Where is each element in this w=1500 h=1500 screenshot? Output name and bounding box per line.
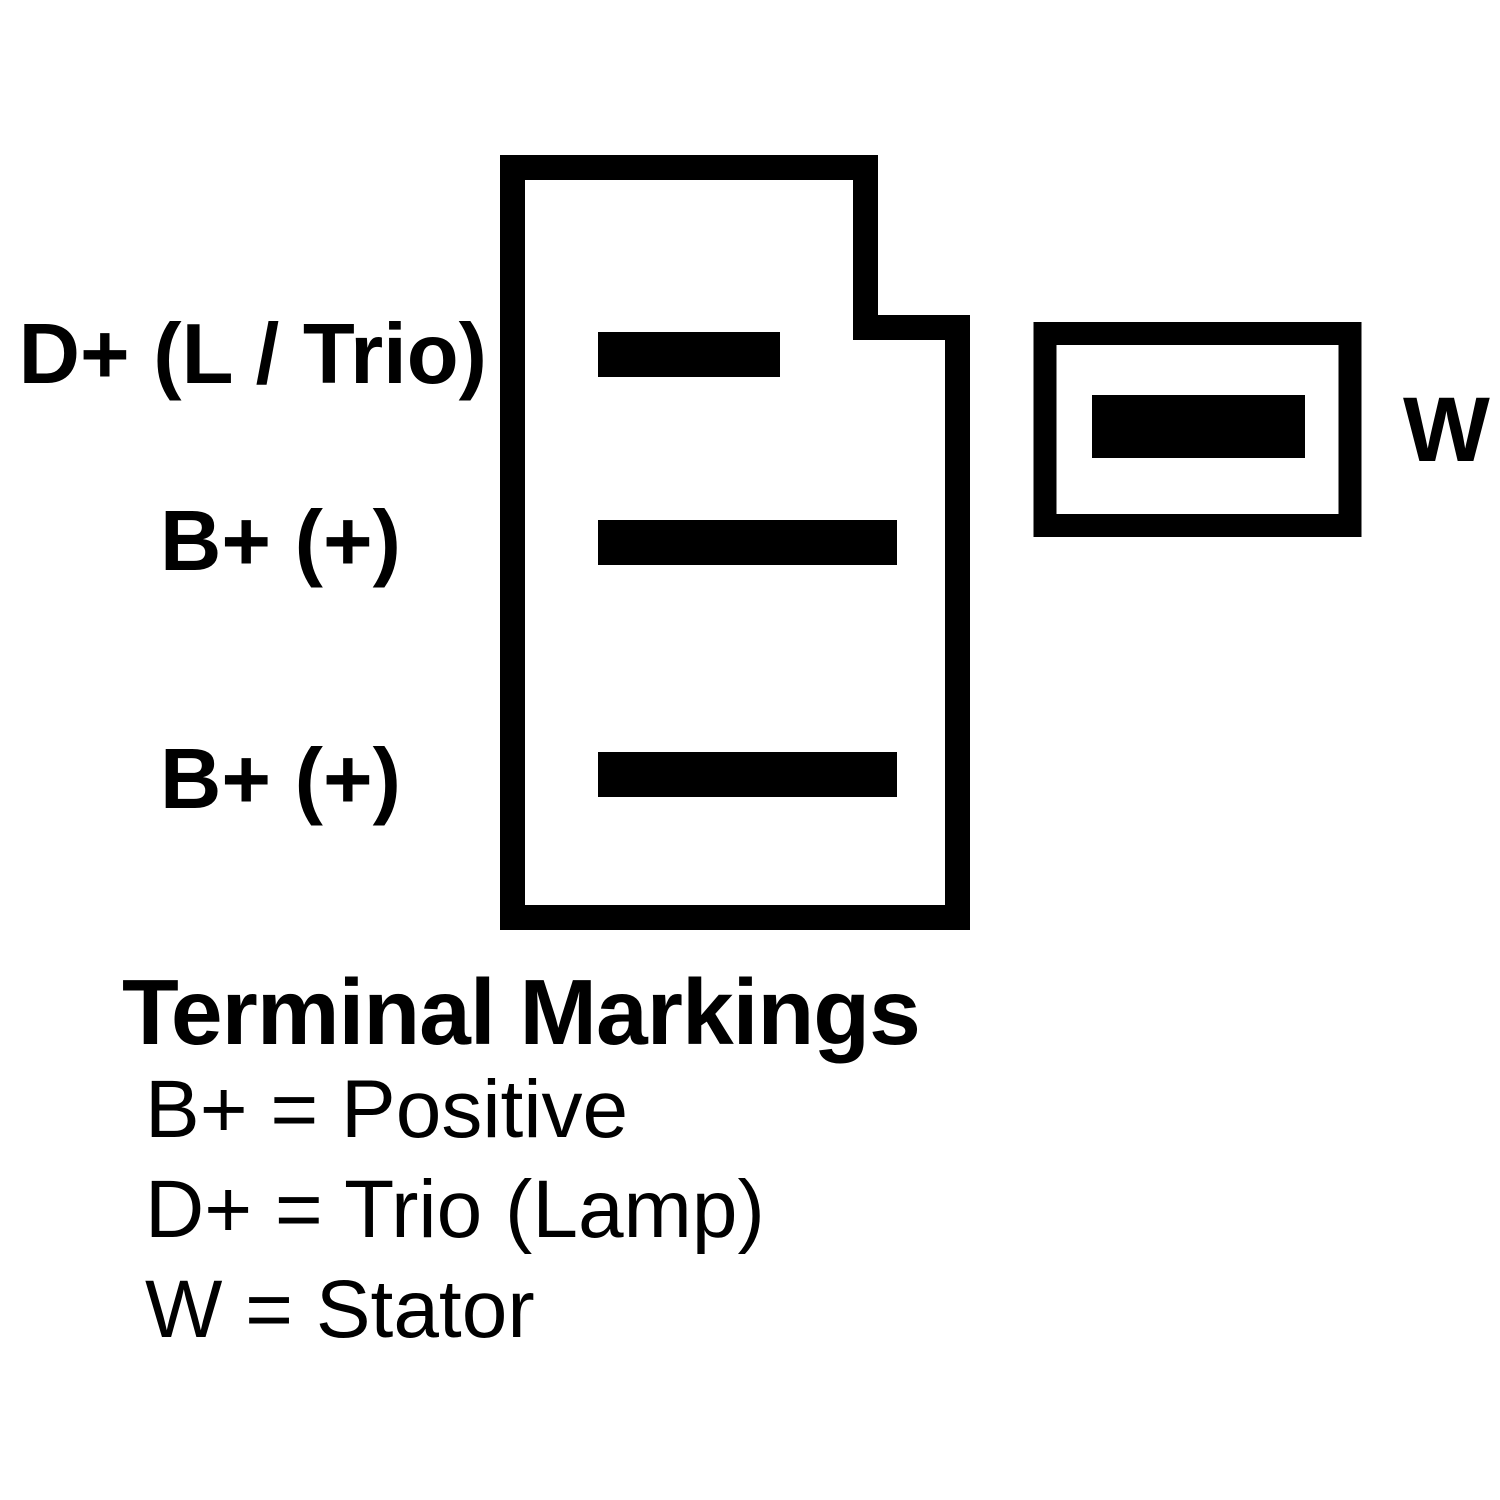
- terminal-bar-b-plus-bottom: [598, 752, 897, 797]
- terminal-label-d-plus: D+ (L / Trio): [18, 307, 487, 402]
- terminal-bar-b-plus-middle: [598, 520, 897, 565]
- legend-entry: B+ = Positive: [145, 1064, 629, 1155]
- terminal-label-b-plus-middle: B+ (+): [160, 494, 401, 589]
- legend: Terminal Markings B+ = Positive D+ = Tri…: [122, 960, 921, 1360]
- legend-entries: B+ = Positive D+ = Trio (Lamp) W = Stato…: [122, 1060, 920, 1360]
- terminal-label-b-plus-bottom: B+ (+): [160, 732, 401, 827]
- terminal-label-w: W: [1403, 379, 1490, 481]
- terminal-bar-d-plus: [598, 332, 780, 377]
- legend-entry: W = Stator: [145, 1264, 535, 1355]
- legend-title: Terminal Markings: [122, 960, 921, 1064]
- terminal-bar-w: [1092, 395, 1305, 458]
- legend-entry: D+ = Trio (Lamp): [145, 1164, 765, 1255]
